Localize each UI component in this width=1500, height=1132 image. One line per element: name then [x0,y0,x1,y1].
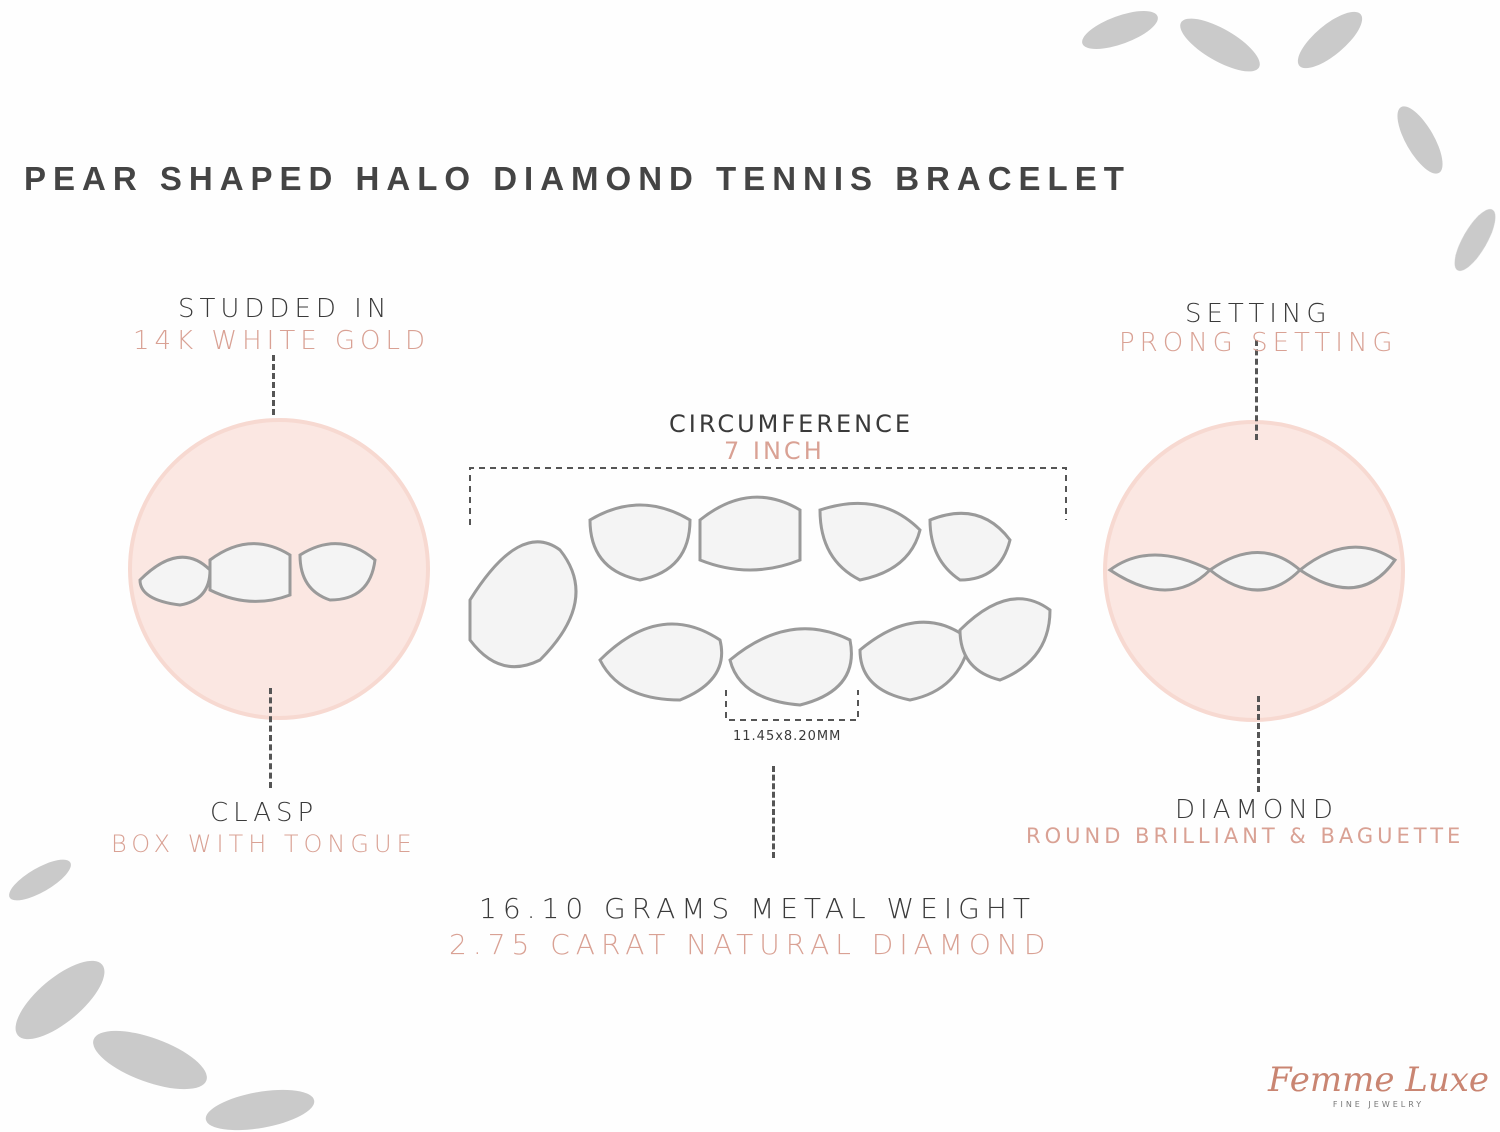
page-title: PEAR SHAPED HALO DIAMOND TENNIS BRACELET [24,160,1131,197]
diamond-label: DIAMOND [1175,795,1338,825]
metal-label: STUDDED IN [178,294,392,324]
metal-value: 14K WHITE GOLD [133,326,431,356]
brand-name: Femme Luxe [1268,1060,1490,1100]
setting-label: SETTING [1185,299,1332,329]
clasp-connector-line [269,688,272,788]
metal-connector-line [272,355,275,415]
setting-value: PRONG SETTING [1119,328,1398,358]
circumference-value: 7 INCH [724,437,825,465]
circumference-label: CIRCUMFERENCE [669,410,914,438]
weight-value: 2.75 CARAT NATURAL DIAMOND [449,928,1052,961]
setting-connector-line [1255,340,1258,440]
brand-tagline: FINE JEWELRY [1332,1100,1425,1109]
diamond-connector-line [1257,696,1260,792]
weight-label: 16.10 GRAMS METAL WEIGHT [479,892,1036,925]
diamond-value: ROUND BRILLIANT & BAGUETTE [1026,824,1465,848]
brand-logo: Femme Luxe FINE JEWELRY [1268,1060,1489,1109]
stone-size: 11.45x8.20MM [733,729,842,744]
weight-connector-line [772,766,775,858]
clasp-label: CLASP [210,798,319,828]
clasp-value: BOX WITH TONGUE [111,830,417,858]
